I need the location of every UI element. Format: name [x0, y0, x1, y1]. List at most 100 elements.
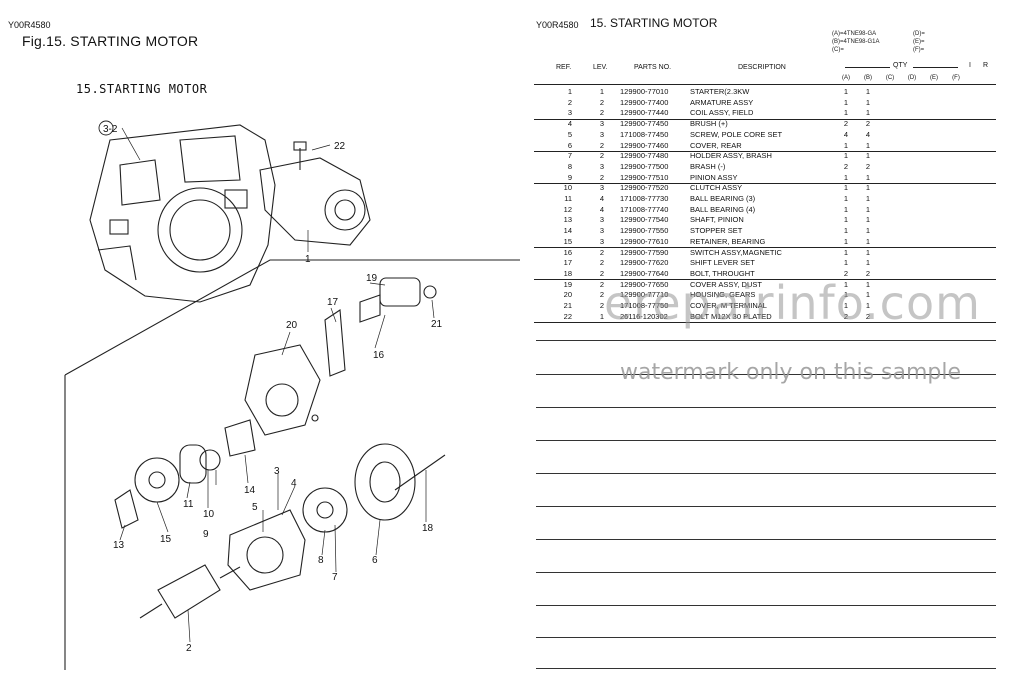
qty-a-cell: 1 [843, 172, 849, 182]
ref-cell: 4 [567, 119, 572, 129]
callout-22: 22 [334, 141, 346, 152]
part-number-cell: 26116-120302 [620, 311, 668, 321]
shift-lever [324, 309, 346, 377]
callout-9: 9 [203, 529, 209, 540]
part-number-cell: 129900-77460 [620, 140, 669, 150]
qty-b-cell: 1 [865, 247, 871, 257]
lev-cell: 2 [599, 140, 604, 150]
ref-cell: 6 [567, 140, 572, 150]
description-cell: SHIFT LEVER SET [690, 258, 755, 268]
description-cell: PINION ASSY [690, 172, 738, 182]
header-ref: REF. [556, 64, 572, 71]
qty-a-cell: 1 [843, 97, 849, 107]
lev-cell: 2 [599, 290, 604, 300]
qty-a-cell: 1 [843, 87, 849, 96]
qty-b-cell: 2 [865, 161, 871, 171]
blank-ruled-line [536, 407, 996, 408]
qty-b-cell: 4 [865, 129, 871, 139]
callout-21: 21 [431, 319, 443, 330]
qty-b-cell: 1 [865, 183, 871, 193]
description-cell: COVER ASSY, DUST [690, 279, 762, 289]
flywheel-housing [89, 124, 276, 303]
description-cell: STARTER(2.3KW [690, 87, 750, 96]
qty-a-cell: 1 [843, 279, 849, 289]
part-number-cell: 129900-77480 [620, 151, 669, 161]
description-cell: STOPPER SET [690, 226, 743, 236]
qty-rule-left [845, 67, 890, 68]
qty-b-cell: 1 [865, 236, 871, 246]
qty-a-cell: 1 [843, 258, 849, 268]
description-cell: BOLT, THROUGHT [690, 268, 755, 278]
callout-4: 4 [291, 478, 297, 489]
description-cell: COIL ASSY, FIELD [690, 108, 754, 118]
part-number-cell: 129900-77440 [620, 108, 669, 118]
lev-cell: 1 [599, 311, 604, 321]
ref-cell: 20 [563, 290, 572, 300]
lev-cell: 3 [599, 215, 604, 225]
part-number-cell: 129900-77010 [620, 87, 669, 96]
lev-cell: 2 [599, 279, 604, 289]
lev-cell: 2 [599, 151, 604, 161]
blank-ruled-line [536, 668, 996, 669]
pinion-shaft [114, 489, 139, 529]
qty-a-cell: 1 [843, 183, 849, 193]
group-divider [534, 247, 996, 248]
ref-cell: 1 [567, 87, 572, 96]
gear-housing [244, 344, 321, 436]
lev-cell: 3 [599, 119, 604, 129]
armature [157, 564, 221, 619]
lev-cell: 3 [599, 183, 604, 193]
qty-a-cell: 1 [843, 204, 849, 214]
parts-list-title: 15. STARTING MOTOR [590, 16, 718, 30]
qty-col-a: (A) [842, 75, 850, 81]
description-cell: RETAINER, BEARING [690, 236, 766, 246]
part-number-cell: 129900-77500 [620, 161, 669, 171]
model-c: (C)= [832, 47, 844, 53]
qty-b-cell: 1 [865, 194, 871, 203]
ref-cell: 3 [567, 108, 572, 118]
callout-6: 6 [372, 555, 378, 566]
lev-cell: 2 [599, 97, 604, 107]
blank-ruled-line [536, 473, 996, 474]
part-number-cell: 171008-77450 [620, 129, 669, 139]
ref-cell: 18 [563, 268, 572, 278]
qty-a-cell: 1 [843, 301, 849, 310]
qty-b-cell: 1 [865, 108, 871, 118]
part-number-cell: 129900-77710 [620, 290, 669, 300]
callout-14: 14 [244, 485, 256, 496]
lev-cell: 2 [599, 108, 604, 118]
description-cell: COVER, REAR [690, 140, 742, 150]
ref-cell: 13 [563, 215, 572, 225]
blank-ruled-line [536, 340, 996, 341]
ref-cell: 11 [564, 194, 572, 203]
group-divider [534, 150, 996, 152]
lev-cell: 3 [599, 161, 604, 171]
qty-col-c: (C) [885, 75, 895, 81]
description-cell: BALL BEARING (4) [690, 204, 756, 214]
part-number-cell: 171008-77730 [620, 194, 669, 203]
callout-19: 19 [366, 273, 378, 284]
ref-cell: 12 [563, 204, 572, 214]
exploded-view-frame [64, 259, 520, 376]
qty-a-cell: 1 [843, 236, 849, 246]
ref-cell: 19 [563, 279, 572, 289]
part-number-cell: 129900-77620 [620, 258, 669, 268]
ref-cell: 22 [563, 311, 572, 321]
description-cell: SWITCH ASSY,MAGNETIC [690, 247, 782, 257]
qty-a-cell: 1 [843, 226, 849, 236]
figure-title: Fig.15. STARTING MOTOR [22, 33, 199, 49]
callout-10: 10 [203, 509, 215, 520]
exploded-parts-diagram: 3-2 22 1 19 17 20 21 16 11 10 9 14 15 13… [64, 120, 520, 670]
qty-col-b: (B) [864, 75, 872, 81]
